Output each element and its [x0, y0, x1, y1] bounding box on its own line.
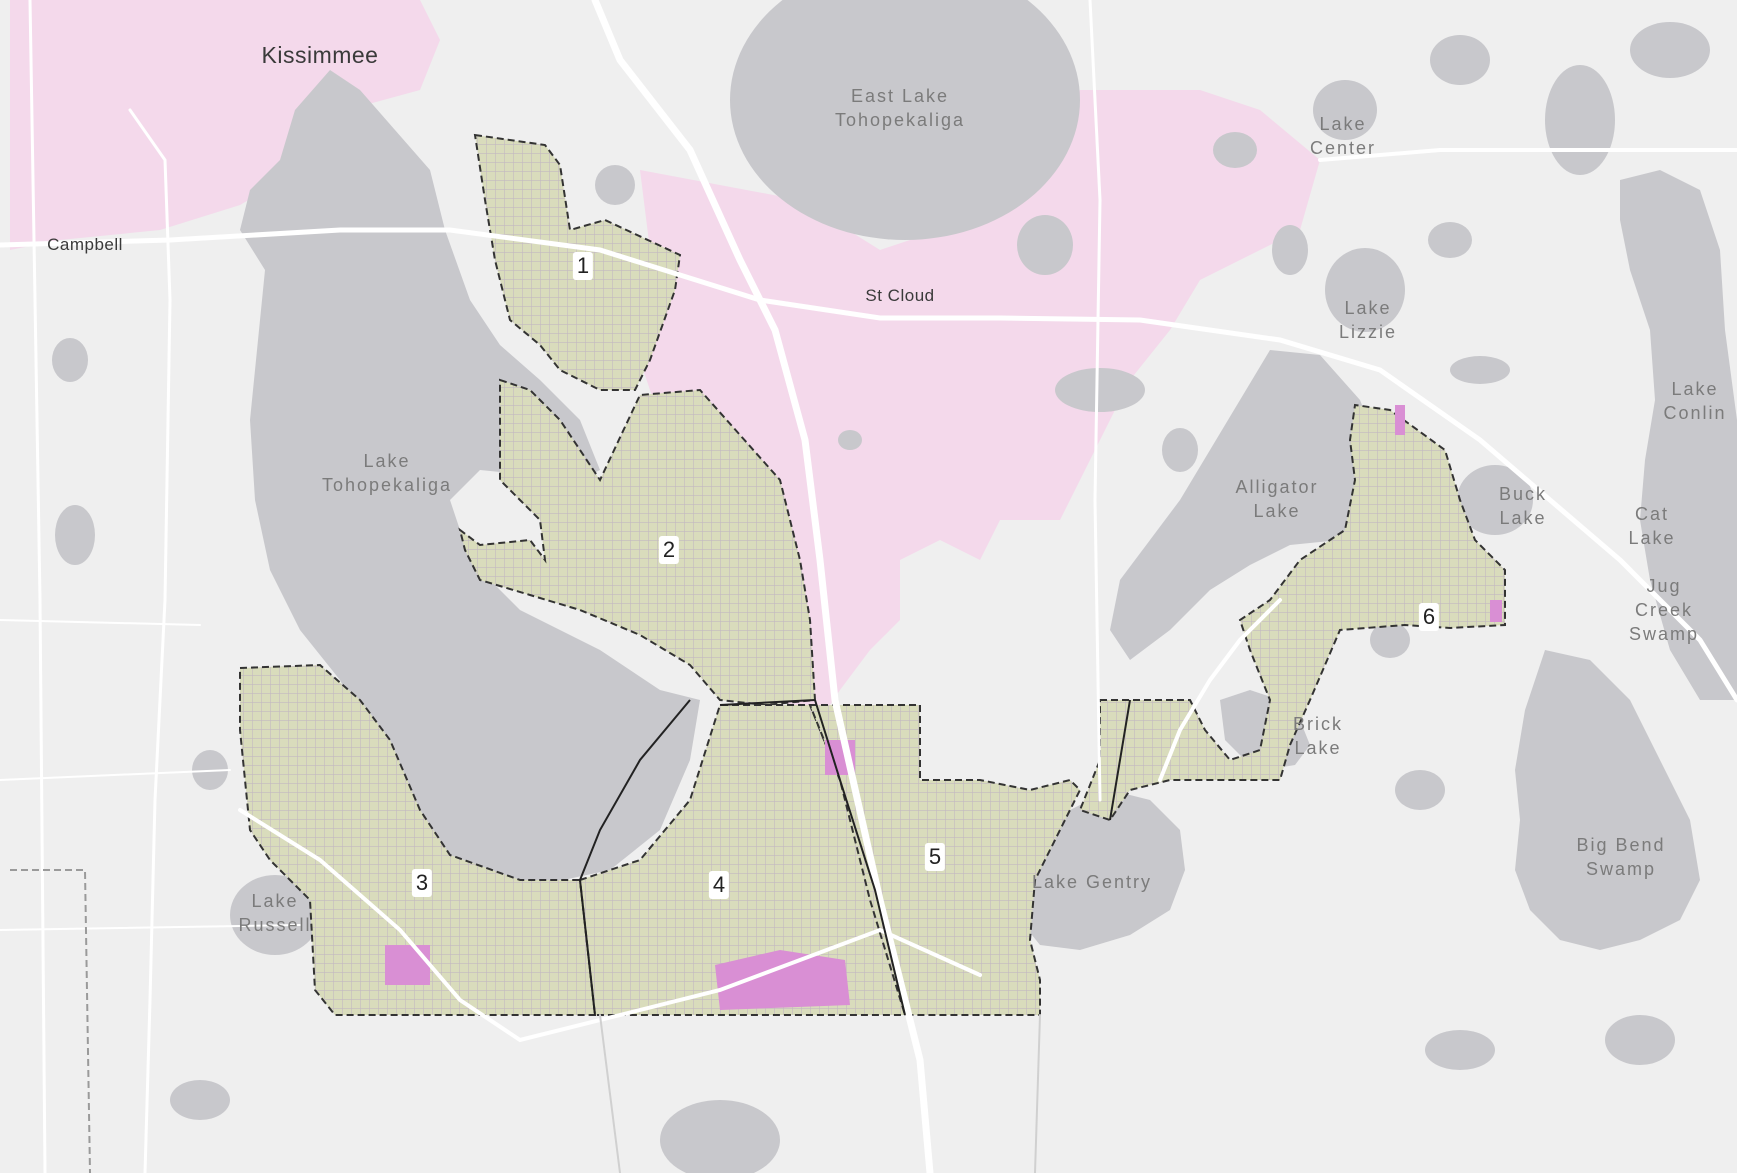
- district-1-marker[interactable]: 1: [572, 252, 594, 280]
- lake-gentry-label: Lake Gentry: [1031, 872, 1153, 892]
- jug-creek-swamp-label: Jug Creek Swamp: [1628, 576, 1700, 644]
- district-4-area: [578, 704, 907, 1016]
- alligator-lake-label: Alligator Lake: [1235, 477, 1319, 521]
- lake-toho-label: Lake Tohopekaliga: [321, 451, 453, 495]
- east-lake-toho-shape: [730, 0, 1080, 240]
- boundary-line-west: [10, 869, 91, 1173]
- district-2-marker[interactable]: 2: [658, 536, 680, 564]
- lake-lizzie-shape: [1325, 248, 1405, 332]
- lake-russell-label: Lake Russell: [238, 891, 312, 935]
- campbell-label: Campbell: [47, 235, 123, 254]
- big-bend-swamp-shape: [1515, 650, 1700, 950]
- cat-lake-label: Cat Lake: [1628, 504, 1676, 548]
- water: [52, 0, 1737, 1173]
- urban-area: [10, 0, 1320, 720]
- alligator-lake-shape: [1110, 350, 1380, 660]
- lake-russell-shape: [230, 875, 320, 955]
- lake-conlin-label: Lake Conlin: [1663, 379, 1727, 423]
- district-dividers: [578, 699, 1131, 1016]
- district-2-area: [458, 378, 817, 707]
- st-cloud-label: St Cloud: [865, 286, 935, 305]
- east-lake-toho-label: East Lake Tohopekaliga: [834, 86, 966, 130]
- district-3-marker[interactable]: 3: [411, 869, 433, 897]
- district-5-area: [808, 704, 1082, 1016]
- district-5-marker[interactable]: 5: [924, 843, 946, 871]
- lake-center-label: Lake Center: [1309, 114, 1377, 158]
- buck-lake-shape: [1457, 465, 1533, 535]
- lake-lizzie-label: Lake Lizzie: [1338, 298, 1398, 342]
- lake-gentry-shape: [1020, 790, 1185, 950]
- institutional-parcels: [385, 405, 1502, 1010]
- lake-conlin-shape: [1620, 170, 1737, 700]
- kissimmee-label: Kissimmee: [261, 42, 379, 68]
- district-4-marker[interactable]: 4: [708, 871, 730, 899]
- lake-toho-shape: [240, 70, 700, 885]
- buck-lake-label: Buck Lake: [1498, 484, 1548, 528]
- big-bend-swamp-label: Big Bend Swamp: [1576, 835, 1666, 879]
- lake-center-shape: [1313, 80, 1377, 140]
- brick-lake-label: Brick Lake: [1293, 714, 1343, 758]
- district-6-marker[interactable]: 6: [1418, 603, 1440, 631]
